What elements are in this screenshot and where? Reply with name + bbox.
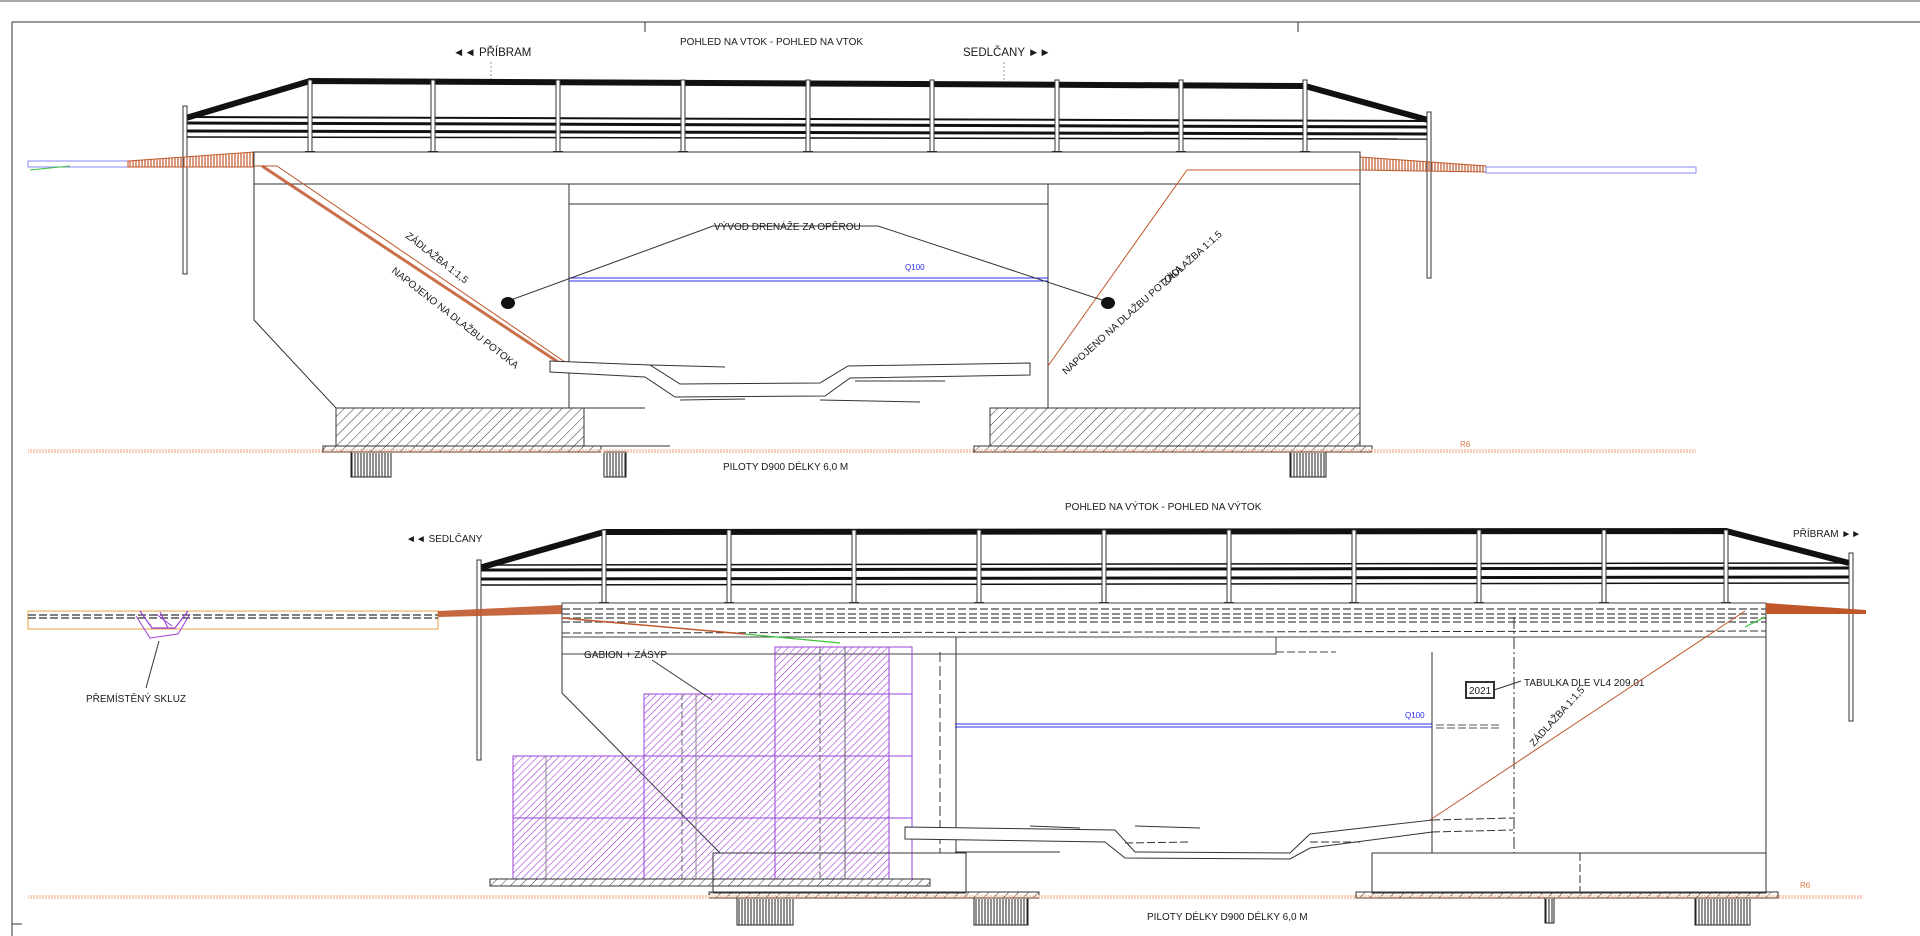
view-title-outlet: POHLED NA VÝTOK - POHLED NA VÝTOK: [1065, 500, 1262, 513]
relocated-chute: [135, 610, 191, 639]
railing: [182, 77, 1432, 279]
water-level-q100-outlet: Q100: [1405, 711, 1425, 720]
chute-label: PŘEMÍSTĚNÝ SKLUZ: [86, 692, 186, 705]
pile: [736, 897, 794, 926]
railing-post: [805, 79, 811, 154]
railing-post: [1302, 79, 1308, 154]
pile: [973, 897, 1029, 926]
ground-marker-r6: R6: [1460, 440, 1471, 449]
railing-post: [601, 529, 607, 605]
railing-post: [1178, 79, 1184, 154]
railing-post: [1723, 529, 1729, 605]
pile: [1694, 897, 1751, 926]
direction-label-pribram-outlet: PŘÍBRAM ►►: [1793, 527, 1861, 540]
pile: [350, 451, 392, 478]
railing-post: [1476, 529, 1482, 605]
piles-label-inlet: PILOTY D900 DÉLKY 6,0 M: [723, 460, 848, 473]
drain-label: VÝVOD DRENÁŽE ZA OPĚROU: [714, 220, 861, 233]
slope-paving-left: [254, 164, 566, 364]
ground-line-outlet: [28, 895, 1863, 899]
direction-label-sedlcany-outlet: ◄◄ SEDLČANY: [406, 532, 483, 545]
railing-post: [430, 79, 436, 154]
railing-post: [929, 79, 935, 154]
railing-post: [1351, 529, 1357, 605]
pile: [1289, 451, 1327, 478]
outlet-elevation-view: POHLED NA VÝTOK - POHLED NA VÝTOK ◄◄ SED…: [27, 500, 1866, 926]
railing-post: [307, 79, 313, 154]
railing-post: [976, 529, 982, 605]
direction-label-sedlcany: SEDLČANY ►►: [963, 46, 1051, 59]
water-level-q100: Q100: [905, 263, 925, 272]
plate-year: 2021: [1469, 686, 1492, 697]
ground-marker-r6-outlet: R6: [1800, 881, 1811, 890]
pile: [1544, 897, 1555, 924]
drain-outlet-right-icon: [1101, 297, 1115, 309]
railing-post: [1101, 529, 1107, 605]
view-title-inlet: POHLED NA VTOK - POHLED NA VTOK: [680, 37, 863, 48]
railing-post: [680, 79, 686, 154]
slope-label-outlet: ZÁDLAŽBA 1:1,5: [1527, 683, 1588, 749]
ground-line: [28, 449, 1696, 453]
railing-post: [1226, 529, 1232, 605]
gabion-label: GABION + ZÁSYP: [584, 648, 667, 661]
inlet-elevation-view: POHLED NA VTOK - POHLED NA VTOK ◄◄ PŘÍBR…: [27, 37, 1697, 478]
direction-label-pribram: ◄◄ PŘÍBRAM: [453, 46, 531, 59]
railing-post: [1601, 529, 1607, 605]
piles-label-outlet: PILOTY DÉLKY D900 DÉLKY 6,0 M: [1147, 910, 1308, 923]
railing-post: [555, 79, 561, 154]
plate-label: TABULKA DLE VL4 209.01: [1524, 678, 1645, 689]
railing-outlet: [476, 527, 1854, 761]
railing-post: [1054, 79, 1060, 154]
gabion-stack: [512, 646, 913, 880]
drain-outlet-left-icon: [501, 297, 515, 309]
railing-post: [726, 529, 732, 605]
pile: [603, 451, 627, 478]
railing-post: [851, 529, 857, 605]
